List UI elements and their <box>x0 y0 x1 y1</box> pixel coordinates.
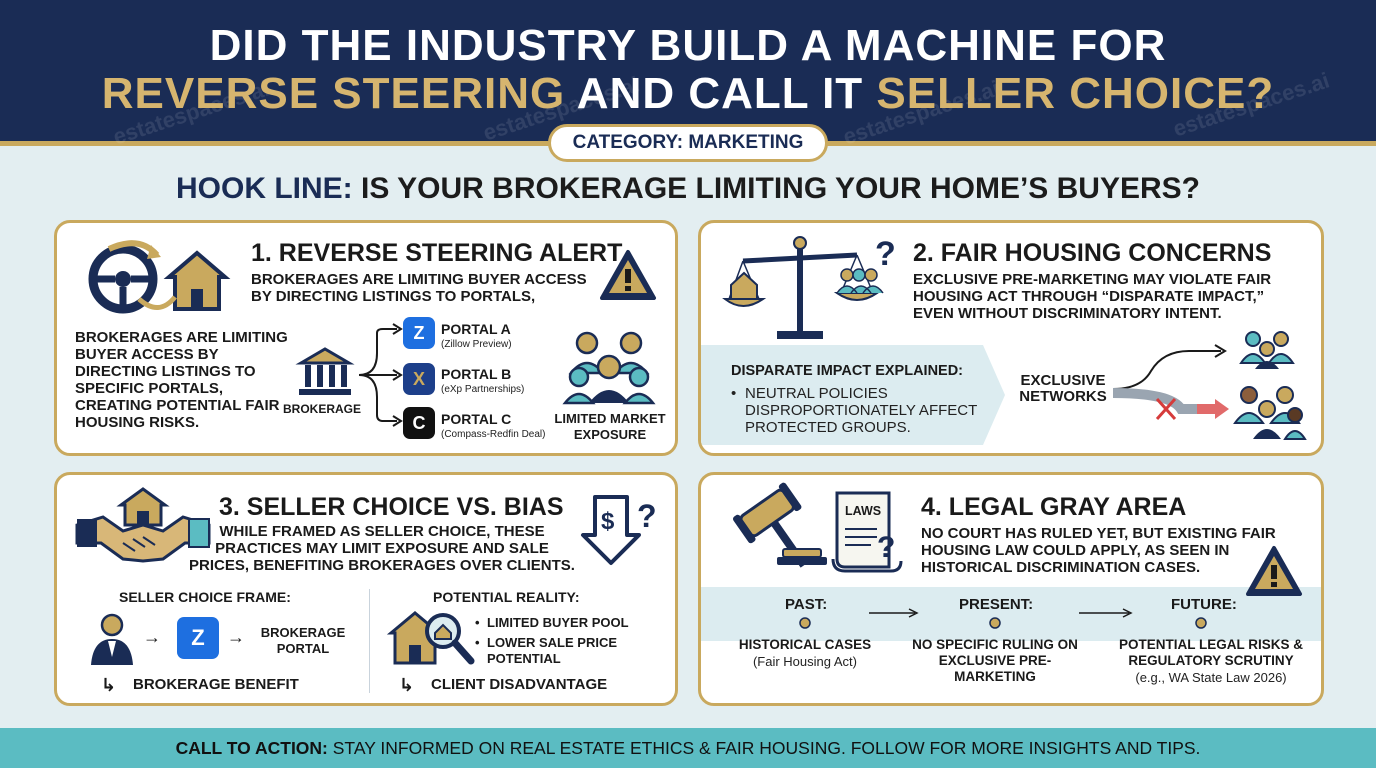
network-arrows <box>1112 344 1229 421</box>
svg-text:$: $ <box>601 508 615 535</box>
panel2-title: 2. FAIR HOUSING CONCERNS <box>913 239 1272 267</box>
panel3-title: 3. SELLER CHOICE VS. BIAS <box>219 493 564 521</box>
panel3-body: WHILE FRAMED AS SELLER CHOICE, THESE PRA… <box>187 523 577 574</box>
bullet-dot: • <box>475 635 480 650</box>
seller-choice-frame-title: SELLER CHOICE FRAME: <box>119 589 291 605</box>
body-text: AND <box>468 540 509 557</box>
timeline-future-note: (e.g., WA State Law 2026) <box>1135 670 1287 685</box>
category-badge: CATEGORY: MARKETING <box>548 124 828 162</box>
panel1-body: BROKERAGES ARE LIMITING BUYER ACCESS BY … <box>75 329 288 431</box>
cta-text: STAY INFORMED ON REAL ESTATE ETHICS & FA… <box>327 738 1201 758</box>
panel1-subtitle: BROKERAGES ARE LIMITING BUYER ACCESS BY … <box>251 271 587 305</box>
panel1-title: 1. REVERSE STEERING ALERT <box>251 239 623 267</box>
limited-exposure-label: LIMITED MARKET EXPOSURE <box>554 411 666 442</box>
header-banner: estatespaces.ai estatespaces.ai estatesp… <box>0 0 1376 150</box>
brokerage-bank-icon <box>295 347 355 395</box>
page-title-line-2: REVERSE STEERING AND CALL IT SELLER CHOI… <box>0 70 1376 118</box>
house-magnifier-icon <box>386 611 475 665</box>
body-text: COULD APPLY, AS SEEN IN <box>1028 542 1230 559</box>
laws-document-icon: ? <box>831 491 903 573</box>
portal-a-note: (Zillow Preview) <box>441 339 512 350</box>
group-people-icon <box>562 331 656 405</box>
timeline-past-text: HISTORICAL CASES <box>738 637 872 652</box>
agent-person-icon <box>91 613 133 665</box>
column-divider <box>369 589 370 693</box>
body-text: NO COURT HAS RULED YET, BUT <box>921 525 1168 542</box>
portal-a-icon: Z <box>403 317 435 349</box>
disparate-impact-bullet: NEUTRAL POLICIES DISPROPORTIONATELY AFFE… <box>745 385 977 436</box>
portal-c-name: PORTAL C <box>441 411 512 427</box>
portal-c-icon: C <box>403 407 435 439</box>
svg-text:?: ? <box>875 235 896 273</box>
scales-justice-icon: ? <box>722 235 896 339</box>
body-emph-seller-choice: SELLER CHOICE <box>364 523 487 540</box>
brokerage-benefit-label: BROKERAGE BENEFIT <box>133 676 299 693</box>
warning-icon <box>1246 546 1302 596</box>
portal-b-icon: X <box>403 363 435 395</box>
branch-arrows <box>358 323 403 427</box>
potential-reality-title: POTENTIAL REALITY: <box>433 589 580 605</box>
svg-text:?: ? <box>637 498 657 534</box>
portal-b-name: PORTAL B <box>441 366 512 382</box>
price-down-icon: $ ? <box>581 495 657 565</box>
body-emph-existing-law: EXISTING FAIR HOUSING LAW <box>921 525 1276 559</box>
body-emph-limit-exposure: MAY LIMIT EXPOSURE <box>306 540 469 557</box>
steering-wheel-house-icon <box>88 240 231 314</box>
warning-icon <box>600 250 656 300</box>
laws-label: LAWS <box>845 504 882 518</box>
body-text: WHILE FRAMED AS <box>219 523 365 540</box>
group-people-icon <box>1239 331 1295 369</box>
timeline-past-note: (Fair Housing Act) <box>752 654 858 669</box>
panel2-subtitle: EXCLUSIVE PRE-MARKETING MAY VIOLATE FAIR… <box>913 271 1272 322</box>
reality-item-2: LOWER SALE PRICE POTENTIAL <box>487 635 618 666</box>
panel-seller-choice: 3. SELLER CHOICE VS. BIAS WHILE FRAMED A… <box>54 472 678 706</box>
hook-text: IS YOUR BROKERAGE LIMITING YOUR HOME’S B… <box>361 172 1200 205</box>
timeline-past-label: PAST: <box>785 596 828 613</box>
call-to-action-bar: CALL TO ACTION: STAY INFORMED ON REAL ES… <box>0 728 1376 768</box>
body-emph-sale-prices: SALE PRICES <box>189 540 549 574</box>
timeline-present-text: NO SPECIFIC RULING ON EXCLUSIVE PRE-MARK… <box>912 637 1078 684</box>
bullet-dot: • <box>475 615 480 630</box>
client-disadvantage-label: CLIENT DISADVANTAGE <box>431 676 608 693</box>
page-title-line-1: DID THE INDUSTRY BUILD A MACHINE FOR <box>209 21 1167 70</box>
diverse-group-icon <box>1233 386 1307 440</box>
bullet-dot: • <box>731 385 737 402</box>
panel4-body: NO COURT HAS RULED YET, BUT EXISTING FAI… <box>921 525 1301 576</box>
hook-line: HOOK LINE: IS YOUR BROKERAGE LIMITING YO… <box>0 172 1376 206</box>
title-text: AND CALL IT <box>576 69 864 118</box>
return-arrow-icon: ↳ <box>399 675 415 695</box>
body-emph-historical-cases: HISTORICAL DISCRIMINATION CASES. <box>921 559 1201 576</box>
cta-label: CALL TO ACTION: <box>175 738 328 758</box>
panel4-title: 4. LEGAL GRAY AREA <box>921 493 1187 521</box>
disparate-impact-title: DISPARATE IMPACT EXPLAINED: <box>731 363 964 379</box>
svg-text:?: ? <box>877 531 895 564</box>
panel-reverse-steering: 1. REVERSE STEERING ALERT BROKERAGES ARE… <box>54 220 678 456</box>
timeline-future-label: FUTURE: <box>1171 596 1237 613</box>
portal-b-note: (eXp Partnerships) <box>441 384 525 395</box>
body-text: , BENEFITING BROKERAGES OVER CLIENTS. <box>244 557 575 574</box>
timeline-track <box>799 608 1207 629</box>
explained-band <box>701 345 1005 445</box>
portal-zillow-icon: Z <box>177 617 219 659</box>
panel-legal-gray-area: ? LAWS 4. LEGAL GRAY AREA NO COURT HAS R… <box>698 472 1324 706</box>
title-highlight-seller-choice: SELLER CHOICE? <box>876 69 1275 118</box>
exclusive-networks-label: EXCLUSIVE NETWORKS <box>1019 372 1107 405</box>
arrow-right-icon: → <box>227 627 245 647</box>
portal-a-name: PORTAL A <box>441 321 511 337</box>
return-arrow-icon: ↳ <box>101 675 117 695</box>
title-highlight-reverse-steering: REVERSE STEERING <box>101 69 566 118</box>
portal-c-note: (Compass-Redfin Deal) <box>441 429 546 440</box>
body-text: , THESE PRACTICES <box>215 523 545 557</box>
timeline-band <box>701 587 1321 641</box>
hook-label: HOOK LINE: <box>176 172 353 205</box>
brokerage-label: BROKERAGE <box>283 402 362 416</box>
arrow-right-icon: → <box>143 627 161 647</box>
timeline-present-label: PRESENT: <box>959 596 1034 613</box>
timeline-future-text: POTENTIAL LEGAL RISKS & REGULATORY SCRUT… <box>1118 637 1304 668</box>
handshake-house-icon <box>75 487 211 563</box>
brokerage-portal-label: BROKERAGE PORTAL <box>260 625 346 656</box>
panel-fair-housing: ? 2. FAIR HOUSING CONCERNS EXCLUSIVE PRE… <box>698 220 1324 456</box>
reality-item-1: LIMITED BUYER POOL <box>487 615 629 630</box>
gavel-icon <box>732 482 827 568</box>
